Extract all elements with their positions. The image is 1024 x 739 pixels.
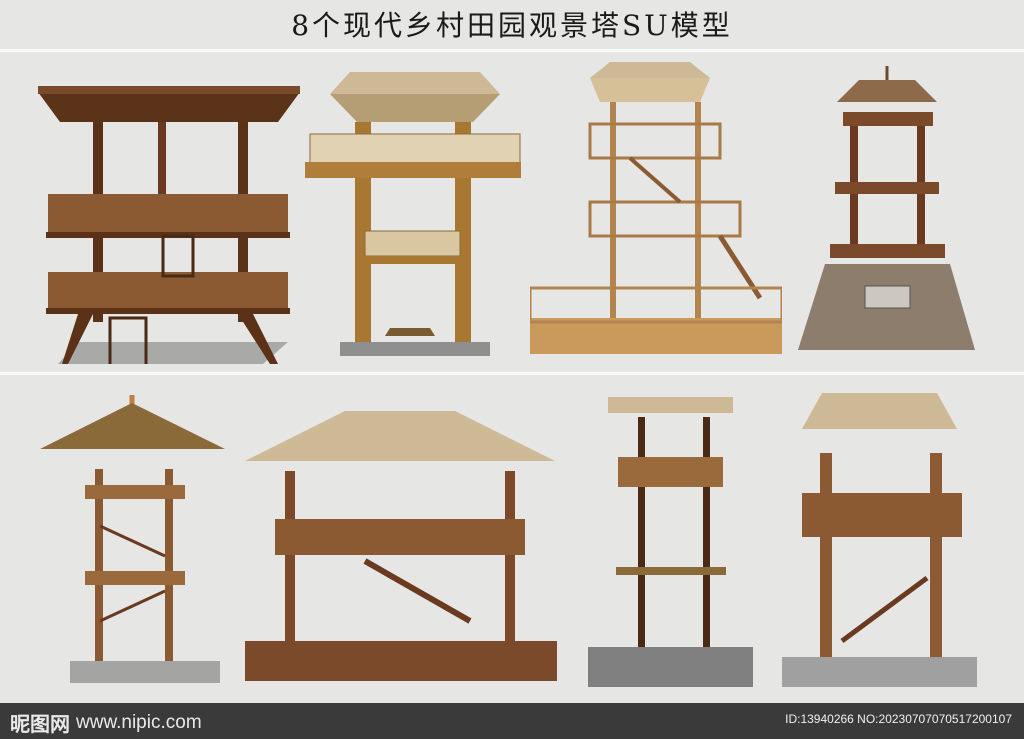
divider-middle [0, 372, 1024, 375]
tower-model-1 [38, 86, 300, 364]
tower-row-2 [0, 375, 1024, 700]
watermark-logo: 昵图网 www.nipic.com [10, 708, 202, 737]
tower-model-8 [782, 393, 977, 687]
watermark-site: www.nipic.com [76, 711, 202, 733]
page-title: 8个现代乡村田园观景塔SU模型 [291, 9, 733, 42]
tower-model-3 [530, 62, 782, 354]
tower-model-4 [798, 66, 975, 350]
tower-row-1 [0, 52, 1024, 370]
watermark-brand: 昵图网 [10, 712, 70, 736]
watermark-bar: 昵图网 www.nipic.com ID:13940266 NO:2023070… [0, 703, 1024, 739]
tower-model-2 [305, 72, 521, 356]
divider-top [0, 49, 1024, 52]
tower-model-7 [588, 397, 753, 687]
tower-model-5 [40, 395, 225, 683]
watermark-id: ID:13940266 NO:20230707070517200107 [785, 712, 1012, 726]
tower-model-6 [245, 411, 557, 681]
